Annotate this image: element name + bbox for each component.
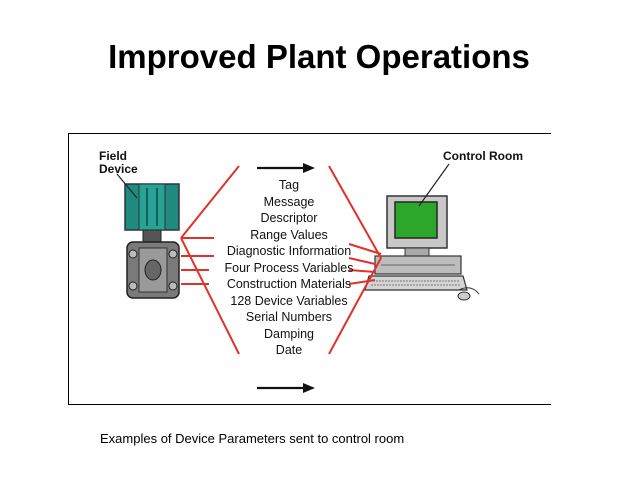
parameter-item: Range Values bbox=[250, 227, 328, 242]
slide-title: Improved Plant Operations bbox=[108, 38, 530, 75]
field-device-icon bbox=[124, 183, 180, 299]
diagram-graphics bbox=[116, 163, 480, 393]
computer-icon bbox=[364, 195, 480, 301]
parameter-item: Message bbox=[263, 194, 315, 209]
parameter-item: Four Process Variables bbox=[224, 260, 354, 275]
arrow-right-top bbox=[257, 163, 315, 173]
diagram-figure: Field Device Control Room Tag Message De… bbox=[68, 133, 551, 405]
communication-lines bbox=[180, 165, 382, 355]
field-device-leader bbox=[116, 173, 138, 199]
arrow-right-bottom bbox=[257, 383, 315, 393]
parameter-item: Damping bbox=[263, 326, 315, 341]
field-device-label-line2: Device bbox=[99, 162, 138, 176]
parameter-item: Date bbox=[275, 343, 303, 357]
control-room-leader bbox=[418, 163, 450, 207]
field-device-label: Field Device bbox=[99, 150, 138, 176]
control-room-label: Control Room bbox=[443, 149, 523, 163]
parameter-list: Tag Message Descriptor Range Values Diag… bbox=[209, 177, 369, 359]
parameter-item: Serial Numbers bbox=[245, 310, 333, 324]
field-device-label-line1: Field bbox=[99, 149, 128, 163]
parameter-item: 128 Device Variables bbox=[230, 293, 348, 308]
parameter-item: Descriptor bbox=[260, 211, 318, 225]
parameter-item: Tag bbox=[278, 178, 300, 192]
parameter-item: Construction Materials bbox=[226, 277, 352, 291]
parameter-item: Diagnostic Information bbox=[226, 244, 352, 258]
slide-caption: Examples of Device Parameters sent to co… bbox=[100, 431, 405, 446]
